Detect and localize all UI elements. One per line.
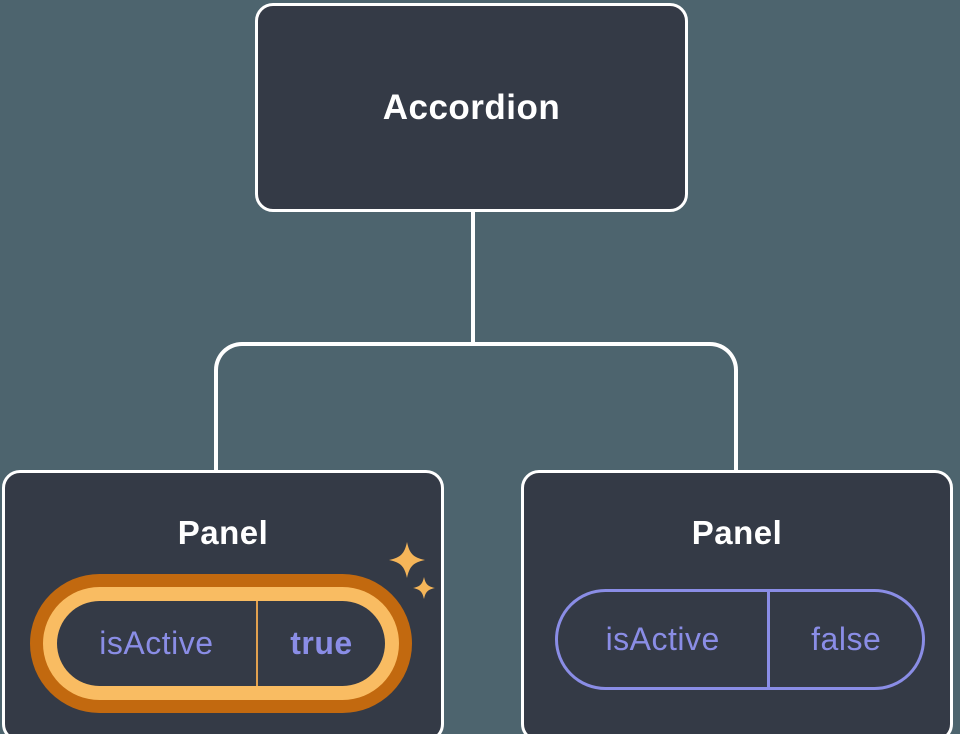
component-node-panel-inactive: Panel isActive false bbox=[521, 470, 953, 734]
node-label: Accordion bbox=[382, 87, 561, 127]
sparkle-large-icon bbox=[389, 542, 425, 578]
state-pill-inactive: isActive false bbox=[555, 589, 925, 690]
panel-title: Panel bbox=[177, 514, 269, 551]
state-value-label: false bbox=[811, 621, 882, 657]
sparkle-small-icon bbox=[413, 577, 435, 599]
state-pill-core: isActive true bbox=[57, 601, 385, 686]
state-key-label: isActive bbox=[57, 601, 258, 686]
state-key-label: isActive bbox=[558, 592, 771, 687]
state-pill-active: isActive true bbox=[30, 574, 412, 713]
component-node-panel-active: Panel isActive true bbox=[2, 470, 444, 734]
state-value-label: true bbox=[290, 625, 353, 661]
connector-stem bbox=[471, 211, 475, 344]
sparkles-icon bbox=[389, 542, 435, 599]
connector-bracket bbox=[214, 342, 738, 470]
panel-title: Panel bbox=[691, 514, 783, 551]
component-node-accordion: Accordion bbox=[255, 3, 688, 212]
highlight-ring: isActive true bbox=[43, 587, 399, 700]
